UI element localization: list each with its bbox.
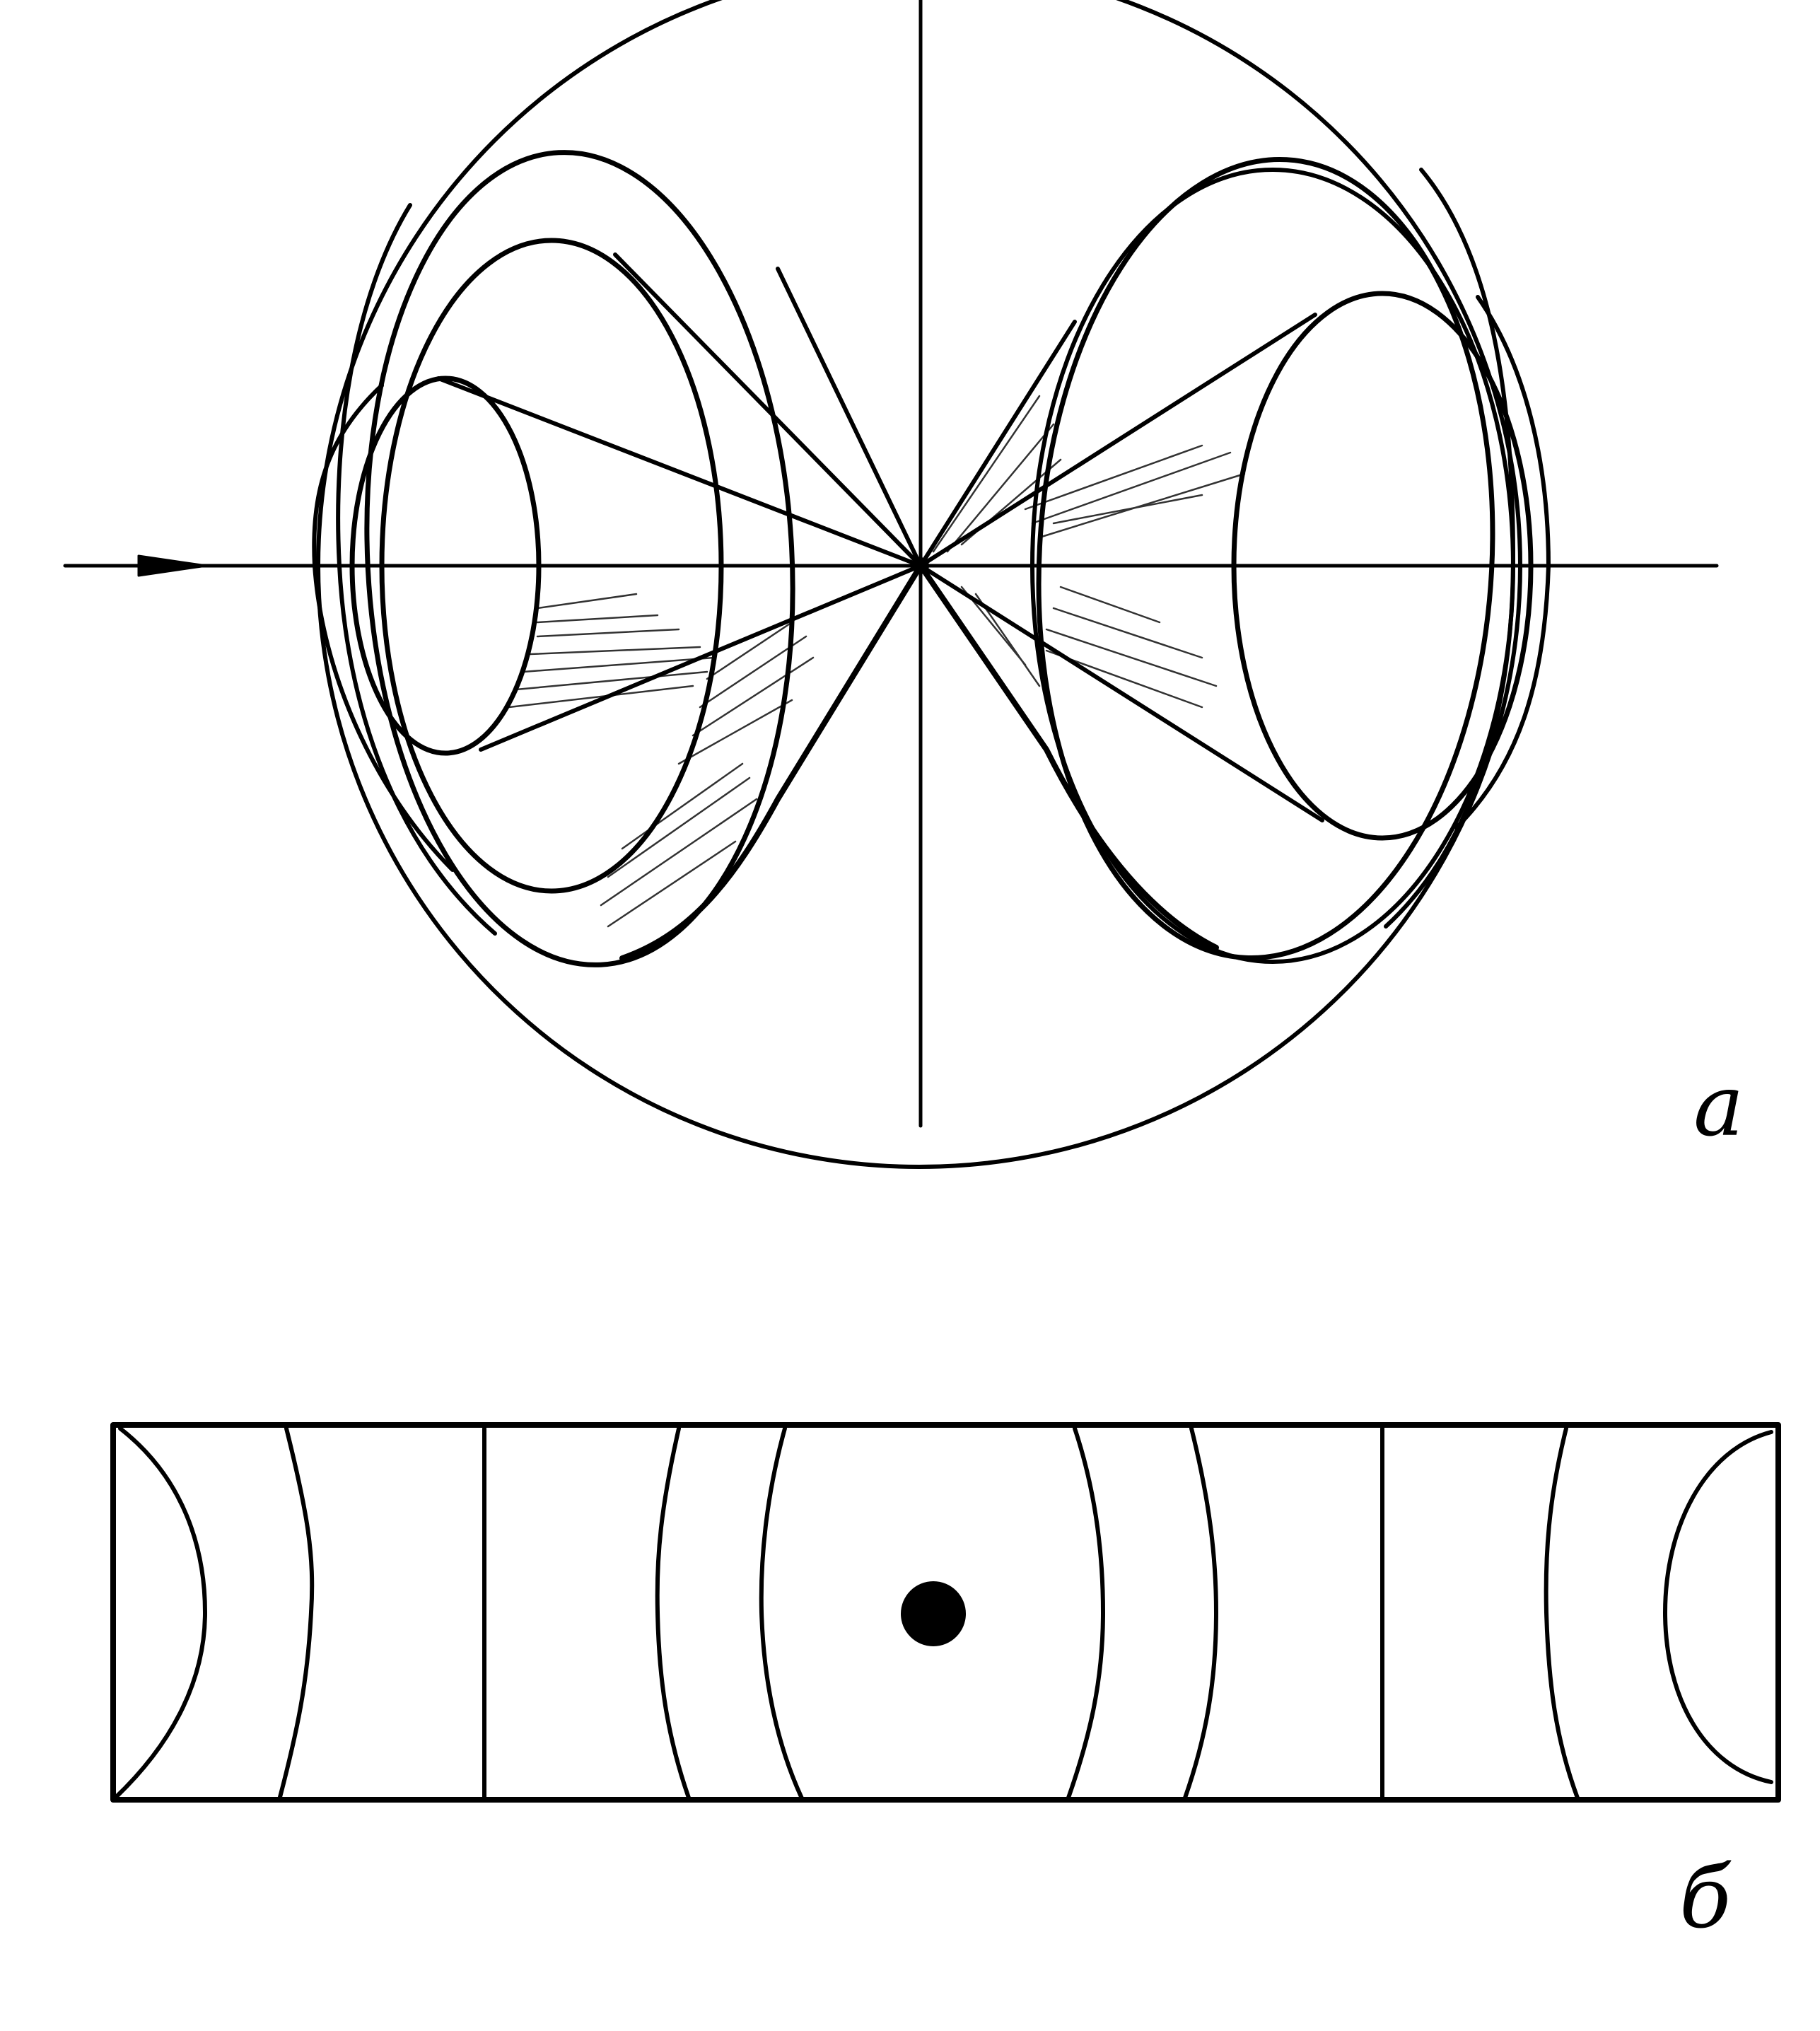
- right-cone-middle-rim: [1030, 168, 1515, 964]
- right-outer-cone-upper-generator: [918, 320, 1077, 568]
- detector-strip: [110, 1422, 1781, 1803]
- left-inner-cone-upper-generator: [436, 376, 923, 568]
- left-cone-middle-rim: [379, 238, 724, 894]
- strip-right-end-arc: [1663, 1430, 1773, 1784]
- panel-a-drawing: [63, 0, 1719, 1169]
- right-inner-cone-lower-generator: [918, 564, 1324, 822]
- right-cone-outer-rim: [1036, 157, 1495, 960]
- strip-line-left-3: [655, 1426, 692, 1802]
- central-spot: [901, 1581, 966, 1646]
- left-sphere-edge-arc: [312, 383, 455, 872]
- left-cone-inner-rim: [349, 376, 542, 756]
- strip-line-left-1: [277, 1426, 315, 1802]
- right-outer-cone-lower-generator: [918, 563, 1219, 950]
- left-cone-outer-rim: [364, 150, 795, 967]
- left-cone-shading: [508, 593, 815, 928]
- panel-a-label: a: [1693, 1057, 1744, 1156]
- left-cone-outer-silhouette: [336, 203, 497, 936]
- strip-left-end-arc: [111, 1426, 207, 1802]
- strip-line-right-4: [1544, 1426, 1580, 1802]
- panel-b-drawing: [110, 1422, 1781, 1803]
- right-sphere-edge-arc: [1454, 295, 1551, 830]
- strip-line-right-2: [1182, 1426, 1218, 1802]
- right-cone-inner-rim: [1231, 291, 1534, 841]
- left-middle-cone-upper-generator: [613, 252, 923, 568]
- incident-beam-arrow-icon: [137, 554, 208, 577]
- panel-b-label: б: [1679, 1849, 1732, 1948]
- left-outer-cone-upper-generator: [776, 267, 923, 568]
- strip-line-right-1: [1066, 1426, 1105, 1802]
- left-outer-cone-lower-generator: [619, 563, 923, 961]
- left-inner-cone-lower-generator: [479, 564, 923, 752]
- right-cone-shading: [932, 395, 1246, 709]
- strip-line-left-4: [759, 1426, 805, 1802]
